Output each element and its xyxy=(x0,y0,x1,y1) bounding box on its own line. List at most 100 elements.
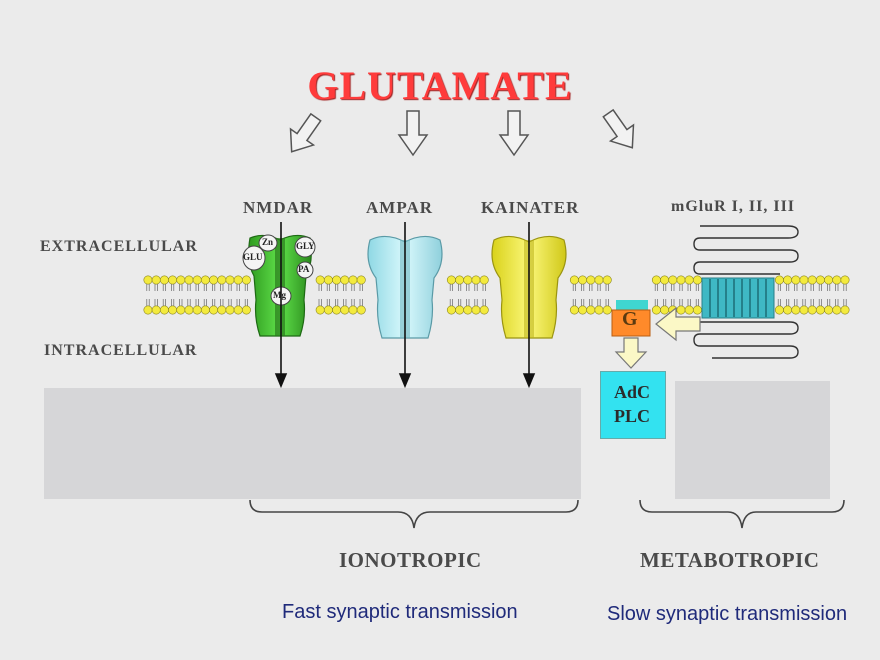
lipid-head xyxy=(356,275,366,285)
intracellular-label: INTRACELLULAR xyxy=(44,342,198,359)
lipid-head xyxy=(168,305,178,315)
g-protein xyxy=(611,300,651,337)
lipid-head xyxy=(225,305,235,315)
g-protein-label: G xyxy=(622,308,638,330)
lipid-head xyxy=(340,275,350,285)
lipid-head xyxy=(815,305,825,315)
fast-transmission-caption: Fast synaptic transmission xyxy=(282,601,518,623)
lipid-head xyxy=(684,305,694,315)
lipid-head xyxy=(660,275,670,285)
lipid-head xyxy=(168,275,178,285)
lipid-head xyxy=(832,275,842,285)
lipid-head xyxy=(774,305,784,315)
lipid-head xyxy=(602,275,612,285)
lipid-head xyxy=(348,275,358,285)
kainater-label: KAINATER xyxy=(481,198,580,217)
lipid-head xyxy=(340,305,350,315)
nmdar-binding-sites xyxy=(242,234,316,306)
lipid-head xyxy=(209,305,219,315)
lipid-head xyxy=(807,275,817,285)
lipid-head xyxy=(184,305,194,315)
lipid-head xyxy=(586,275,596,285)
glu-site-label: GLU xyxy=(243,252,263,262)
effector-box xyxy=(600,371,666,439)
zn-site-label: Zn xyxy=(262,237,274,247)
lipid-head xyxy=(176,275,186,285)
lipid-head xyxy=(602,305,612,315)
lipid-head xyxy=(840,305,850,315)
lipid-head xyxy=(676,305,686,315)
lipid-head xyxy=(151,275,161,285)
lipid-head xyxy=(323,275,333,285)
lipid-head xyxy=(348,305,358,315)
lipid-head xyxy=(791,275,801,285)
metabotropic-panel xyxy=(675,381,830,499)
lipid-head xyxy=(143,305,153,315)
effector-labels: AdC PLC xyxy=(600,380,664,428)
lipid-head xyxy=(471,275,481,285)
ion-flow-arrows xyxy=(274,222,536,389)
lipid-head xyxy=(332,305,342,315)
lipid-head xyxy=(479,275,489,285)
lipid-head xyxy=(578,275,588,285)
lipid-bilayer xyxy=(143,275,850,315)
lipid-head xyxy=(217,305,227,315)
lipid-head xyxy=(192,305,202,315)
lipid-head xyxy=(832,305,842,315)
lipid-head xyxy=(455,275,465,285)
lipid-head xyxy=(774,275,784,285)
lipid-head xyxy=(446,275,456,285)
lipid-head xyxy=(824,275,834,285)
lipid-head xyxy=(479,305,489,315)
lipid-head xyxy=(840,275,850,285)
lipid-head xyxy=(159,275,169,285)
lipid-head xyxy=(799,305,809,315)
lipid-head xyxy=(799,275,809,285)
lipid-head xyxy=(356,305,366,315)
lipid-head xyxy=(824,305,834,315)
lipid-head xyxy=(569,275,579,285)
lipid-head xyxy=(159,305,169,315)
lipid-head xyxy=(569,305,579,315)
lipid-head xyxy=(233,275,243,285)
page-title: GLUTAMATE xyxy=(307,63,573,108)
lipid-head xyxy=(446,305,456,315)
nmdar-label: NMDAR xyxy=(243,198,314,217)
lipid-head xyxy=(807,305,817,315)
g-to-effector-arrow xyxy=(614,337,648,369)
lipid-head xyxy=(200,275,210,285)
lipid-head xyxy=(586,305,596,315)
lipid-head xyxy=(209,275,219,285)
lipid-head xyxy=(463,275,473,285)
ampar-label: AMPAR xyxy=(366,198,433,217)
lipid-head xyxy=(660,305,670,315)
ionotropic-brace xyxy=(249,499,579,529)
lipid-head xyxy=(233,305,243,315)
extracellular-label: EXTRACELLULAR xyxy=(40,238,198,255)
lipid-head xyxy=(692,305,702,315)
lipid-head xyxy=(783,305,793,315)
lipid-head xyxy=(651,305,661,315)
lipid-head xyxy=(668,275,678,285)
lipid-head xyxy=(455,305,465,315)
lipid-head xyxy=(783,275,793,285)
lipid-head xyxy=(315,305,325,315)
mg-site-label: Mg xyxy=(273,290,286,300)
lipid-head xyxy=(791,305,801,315)
lipid-head xyxy=(151,305,161,315)
lipid-head xyxy=(471,305,481,315)
receptor-to-g-arrow xyxy=(655,306,701,342)
lipid-head xyxy=(143,275,153,285)
lipid-head xyxy=(225,275,235,285)
lipid-head xyxy=(200,305,210,315)
pa-site-label: PA xyxy=(298,264,310,274)
mglur-receptor xyxy=(693,225,799,359)
lipid-head xyxy=(676,275,686,285)
lipid-head xyxy=(594,275,604,285)
lipid-head xyxy=(651,275,661,285)
lipid-head xyxy=(323,305,333,315)
lipid-head xyxy=(192,275,202,285)
lipid-head xyxy=(241,305,251,315)
lipid-head xyxy=(684,275,694,285)
